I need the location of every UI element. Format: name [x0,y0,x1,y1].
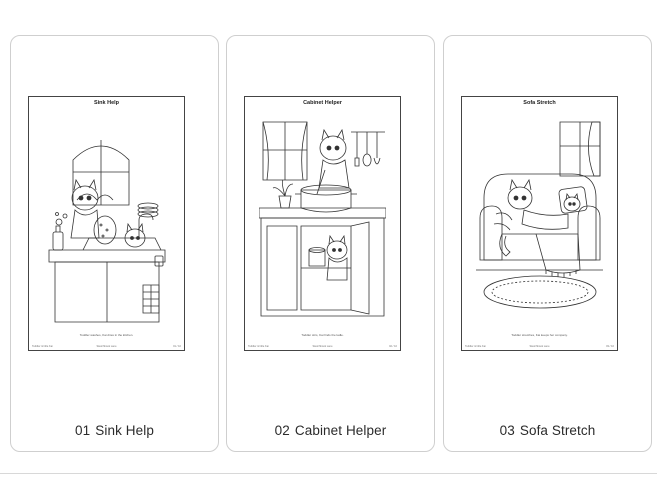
card-number: 01 [75,423,91,438]
coloring-page-card-sofa-stretch[interactable]: Sofa Stretch [443,35,652,452]
sheet-footer-center: Sketchbook Lane [529,345,550,348]
card-title: Cabinet Helper [294,423,387,438]
sheet-title: Cabinet Helper [303,100,342,106]
sheet-footer-left: Toddler & little Kai [465,345,486,348]
sheet-footer-page: 01 / 10 [173,345,181,348]
sheet-footer-center: Sketchbook Lane [312,345,333,348]
sheet-title: Sink Help [93,100,120,106]
card-title: Sink Help [95,423,154,438]
card-label: 02 Cabinet Helper [227,423,434,438]
sheet-title: Sofa Stretch [523,100,556,106]
sheet-footer-page: 03 / 10 [606,345,614,348]
sheet-footer-center: Sketchbook Lane [96,345,117,348]
coloring-page-card-cabinet-helper[interactable]: Cabinet Helper [226,35,435,452]
card-title: Sofa Stretch [519,423,596,438]
sheet-footer-left: Toddler & little Kai [32,345,53,348]
coloring-page-preview: Sink Help [28,96,185,351]
sheet-caption: Toddler washes, Kai dries in the kitchen… [79,333,134,337]
coloring-page-card-sink-help[interactable]: Sink Help [10,35,219,452]
sheet-caption: Toddler stirs, Kai finds the ladle. [301,333,344,337]
sink-help-illustration [43,110,170,330]
cabinet-helper-illustration [259,110,386,330]
card-number: 02 [274,423,290,438]
card-label: 03 Sofa Stretch [444,423,651,438]
coloring-page-preview: Cabinet Helper [244,96,401,351]
divider [0,473,657,474]
card-label: 01 Sink Help [11,423,218,438]
sheet-caption: Toddler stretches, Kai keeps her company… [511,333,568,337]
card-number: 03 [499,423,515,438]
coloring-page-preview: Sofa Stretch [461,96,618,351]
sheet-footer-page: 02 / 10 [389,345,397,348]
sheet-footer-left: Toddler & little Kai [248,345,269,348]
sofa-stretch-illustration [476,110,603,330]
